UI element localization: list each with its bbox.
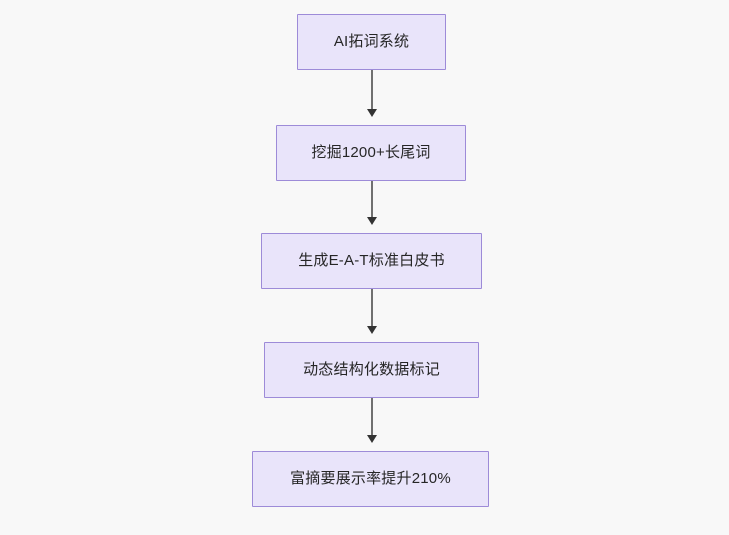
arrowhead-icon — [367, 435, 377, 443]
edge-line — [371, 70, 373, 110]
arrowhead-icon — [367, 109, 377, 117]
flow-node-label: 挖掘1200+长尾词 — [311, 144, 431, 161]
flow-node-label: 生成E-A-T标准白皮书 — [298, 252, 445, 269]
flow-node-rich-snippet-rate-increase[interactable]: 富摘要展示率提升210% — [252, 451, 489, 507]
flow-node-dynamic-structured-data-markup[interactable]: 动态结构化数据标记 — [264, 342, 479, 398]
arrowhead-icon — [367, 326, 377, 334]
edge-line — [371, 398, 373, 436]
edge-line — [371, 289, 373, 327]
flow-node-label: 动态结构化数据标记 — [303, 361, 440, 378]
edge-n2-n3 — [367, 181, 377, 225]
flow-node-label: 富摘要展示率提升210% — [290, 470, 451, 487]
flow-node-generate-eat-whitepaper[interactable]: 生成E-A-T标准白皮书 — [261, 233, 482, 289]
flow-node-ai-keyword-system[interactable]: AI拓词系统 — [297, 14, 446, 70]
edge-n4-n5 — [367, 398, 377, 443]
edge-line — [371, 181, 373, 218]
flow-node-mine-longtail-keywords[interactable]: 挖掘1200+长尾词 — [276, 125, 466, 181]
edge-n1-n2 — [367, 70, 377, 117]
edge-n3-n4 — [367, 289, 377, 334]
arrowhead-icon — [367, 217, 377, 225]
flow-node-label: AI拓词系统 — [333, 33, 410, 50]
